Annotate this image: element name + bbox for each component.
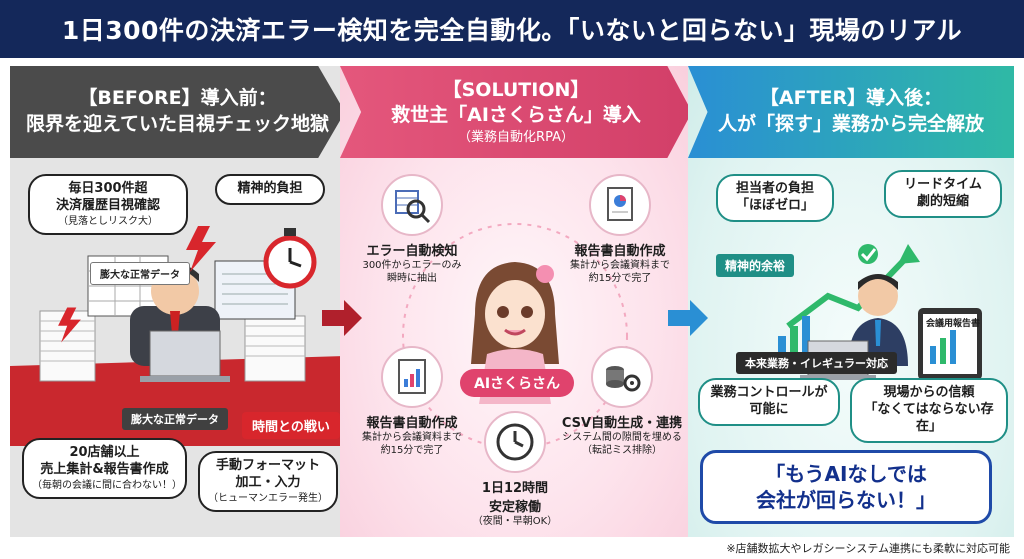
bubble-stores-note: （毎朝の会議に間に合わない！） xyxy=(32,479,182,491)
bubble-stores-line2: 売上集計&報告書作成 xyxy=(40,461,169,477)
feature-report-bottom: 報告書自動作成 集計から会議資料まで 約15分で完了 xyxy=(342,346,482,457)
bubble-trust-line1: 現場からの信頼 xyxy=(883,385,975,400)
feature-error-title: エラー自動検知 xyxy=(366,244,458,259)
growth-arrow-icon xyxy=(898,244,920,264)
feature-uptime-title1: 1日12時間 xyxy=(481,481,549,496)
feature-csv-title: CSV自動生成・連携 xyxy=(561,416,683,431)
bubble-trust-line2: 「なくてはならない存在」 xyxy=(864,401,994,434)
feature-report-top: 報告書自動作成 集計から会議資料まで 約15分で完了 xyxy=(550,174,690,285)
bubble-stores-line1: 20店舗以上 xyxy=(69,445,140,460)
orbit-ring xyxy=(402,223,628,449)
alarm-clock-icon xyxy=(263,228,317,289)
tablet-report-icon xyxy=(918,308,982,380)
bubble-daily-check: 毎日300件超 決済履歴目視確認 （見落としリスク大） xyxy=(28,174,188,235)
bubble-load-line2: 「ほぼゼロ」 xyxy=(735,197,814,213)
bubble-control-line2: 可能に xyxy=(749,401,789,417)
feature-csv-desc2: （転記ミス排除） xyxy=(582,445,662,456)
bubble-stores-report: 20店舗以上 売上集計&報告書作成 （毎朝の会議に間に合わない！） xyxy=(22,438,187,499)
solution-panel: 【SOLUTION】 救世主「AIさくらさん」導入 （業務自動化RPA） エラー… xyxy=(340,66,692,537)
bubble-control-line1: 業務コントロールが xyxy=(710,385,828,400)
report-document-icon xyxy=(589,174,651,236)
footnote: ※店舗数拡大やレガシーシステム連携にも柔軟に対応可能 xyxy=(726,542,1010,555)
before-header-line1: 【BEFORE】導入前： xyxy=(78,87,277,110)
bubble-daily-check-line1: 毎日300件超 xyxy=(68,181,148,196)
before-panel: 【BEFORE】導入前： 限界を迎えていた目視チェック地獄 xyxy=(10,66,345,537)
feature-csv-desc1: システム間の隙間を埋める xyxy=(562,432,682,443)
customer-quote-line2: 会社が回らない！」 xyxy=(756,488,936,512)
feature-error-desc1: 300件からエラーのみ xyxy=(362,260,462,271)
solution-header-line1: 【SOLUTION】 xyxy=(442,78,590,101)
feature-report-bottom-title: 報告書自動作成 xyxy=(366,416,458,431)
laptop-icon xyxy=(140,330,230,382)
bubble-lead-line2: 劇的短縮 xyxy=(916,193,969,209)
solution-header: 【SOLUTION】 救世主「AIさくらさん」導入 （業務自動化RPA） xyxy=(340,66,692,158)
bubble-mental-stress: 精神的負担 xyxy=(215,174,325,205)
after-header-line1: 【AFTER】導入後： xyxy=(759,87,943,110)
customer-quote-line1: 「もうAIなしでは xyxy=(765,462,927,486)
feature-error-detection: エラー自動検知 300件からエラーのみ 瞬時に抽出 xyxy=(342,174,482,285)
feature-report-bottom-desc2: 約15分で完了 xyxy=(380,445,444,456)
paper-stack-right-icon xyxy=(244,315,306,382)
feature-report-top-desc2: 約15分で完了 xyxy=(588,273,652,284)
bubble-manual-line1: 手動フォーマット xyxy=(215,458,320,473)
bubble-daily-check-line2: 決済履歴目視確認 xyxy=(55,197,160,213)
feature-csv: CSV自動生成・連携 システム間の隙間を埋める （転記ミス排除） xyxy=(552,346,692,457)
feature-report-top-title: 報告書自動作成 xyxy=(574,244,666,259)
feature-uptime: 1日12時間 安定稼働 （夜間・早朝OK） xyxy=(450,411,580,528)
before-header: 【BEFORE】導入前： 限界を迎えていた目視チェック地獄 xyxy=(10,66,345,158)
solution-header-line2: 救世主「AIさくらさん」導入 xyxy=(391,104,641,127)
arrow-before-to-solution-icon xyxy=(322,300,362,336)
database-gear-icon xyxy=(591,346,653,408)
mental-room-tag: 精神的余裕 xyxy=(716,254,795,277)
desk-label: 膨大な正常データ xyxy=(122,408,228,430)
bubble-manual-note: （ヒューマンエラー発生） xyxy=(208,492,328,504)
paper-stack-left-icon xyxy=(39,310,96,382)
clock-icon xyxy=(484,411,546,473)
bubble-lead-line1: リードタイム xyxy=(904,177,982,192)
lightning-icon xyxy=(58,307,81,343)
report-chart-icon xyxy=(381,346,443,408)
bubble-lead-time: リードタイム 劇的短縮 xyxy=(884,170,1002,218)
after-header: 【AFTER】導入後： 人が「探す」業務から完全解放 xyxy=(688,66,1014,158)
bubble-mental-stress-text: 精神的負担 xyxy=(237,181,303,196)
bubble-work-control: 業務コントロールが 可能に xyxy=(698,378,840,426)
feature-report-top-desc1: 集計から会議資料まで xyxy=(570,260,670,271)
bubble-daily-check-note: （見落としリスク大） xyxy=(58,215,158,227)
bubble-field-trust: 現場からの信頼 「なくてはならない存在」 xyxy=(850,378,1008,443)
spreadsheet-label: 膨大な正常データ xyxy=(90,262,190,285)
before-header-line2: 限界を迎えていた目視チェック地獄 xyxy=(25,113,330,135)
page-title: 1日300件の決済エラー検知を完全自動化。「いないと回らない」現場のリアル xyxy=(0,0,1024,58)
time-pressure-tag: 時間との戦い xyxy=(242,412,340,439)
magnifier-grid-icon xyxy=(381,174,443,236)
ai-sakura-label: AIさくらさん xyxy=(460,369,575,397)
check-icon xyxy=(858,244,878,264)
bar-chart-icon xyxy=(778,316,810,356)
solution-header-sub: （業務自動化RPA） xyxy=(458,129,574,145)
core-work-tag: 本来業務・イレギュラー対応 xyxy=(736,352,897,374)
bubble-staff-load: 担当者の負担 「ほぼゼロ」 xyxy=(716,174,834,222)
after-header-line2: 人が「探す」業務から完全解放 xyxy=(717,113,984,135)
bubble-manual-line2: 加工・入力 xyxy=(235,474,301,490)
feature-uptime-desc: （夜間・早朝OK） xyxy=(472,516,558,527)
feature-uptime-title2: 安定稼働 xyxy=(488,500,541,515)
lightning-icon xyxy=(186,226,216,272)
arrow-solution-to-after-icon xyxy=(668,300,708,336)
bubble-load-line1: 担当者の負担 xyxy=(735,181,814,196)
tablet-report-label: 会議用報告書 xyxy=(926,319,981,329)
overworked-worker-illustration xyxy=(10,255,345,446)
feature-error-desc2: 瞬時に抽出 xyxy=(387,273,437,284)
feature-report-bottom-desc1: 集計から会議資料まで xyxy=(362,432,462,443)
bubble-manual-format: 手動フォーマット 加工・入力 （ヒューマンエラー発生） xyxy=(198,451,338,512)
customer-quote: 「もうAIなしでは 会社が回らない！」 xyxy=(700,450,992,524)
